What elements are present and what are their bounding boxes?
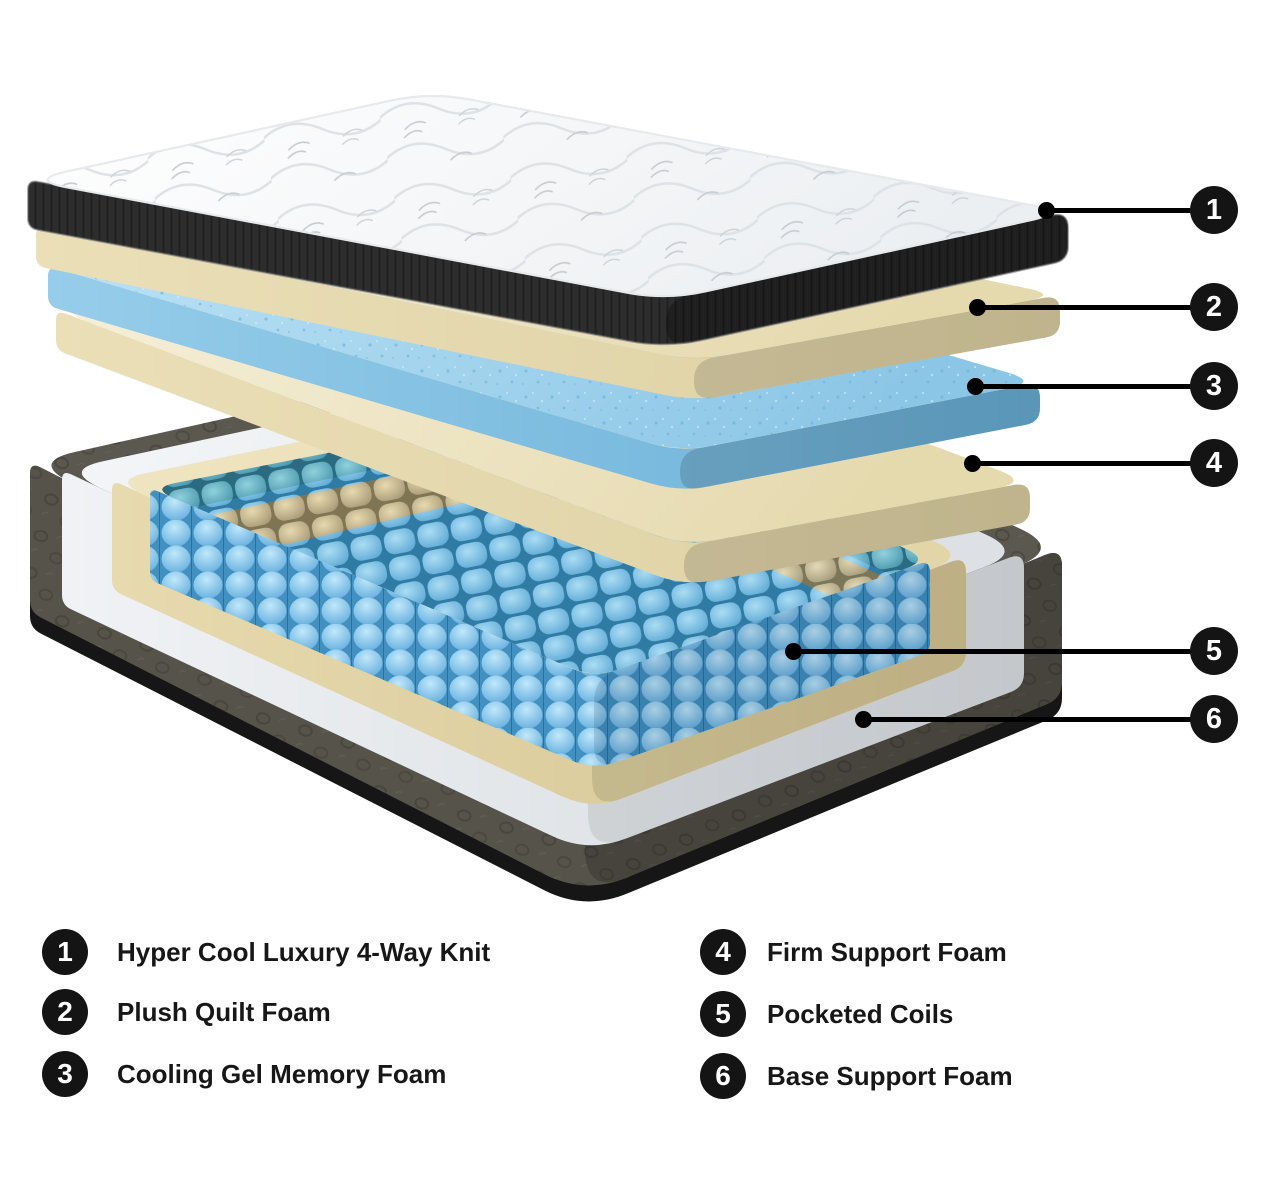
legend-badge-3: 3 <box>42 1051 88 1097</box>
legend-label-5: Pocketed Coils <box>767 998 954 1029</box>
legend-badge-5: 5 <box>700 991 746 1037</box>
leader-line-2 <box>969 299 1214 316</box>
legend-number-6: 6 <box>715 1060 731 1091</box>
legend-number-1: 1 <box>57 936 73 967</box>
leader-line-5 <box>785 643 1214 660</box>
legend-item-1: 1 Hyper Cool Luxury 4-Way Knit <box>42 929 490 975</box>
legend-label-6: Base Support Foam <box>767 1060 1013 1091</box>
leader-dot-3 <box>967 378 984 395</box>
leader-line-3 <box>967 378 1214 395</box>
legend-item-4: 4 Firm Support Foam <box>700 929 1007 975</box>
legend-badge-1: 1 <box>42 929 88 975</box>
callout-number-3: 3 <box>1205 369 1223 402</box>
legend-badge-4: 4 <box>700 929 746 975</box>
callout-badge-5: 5 <box>1190 627 1238 675</box>
callout-number-1: 1 <box>1205 193 1223 226</box>
leader-dot-6 <box>855 711 872 728</box>
leader-dot-4 <box>964 455 981 472</box>
legend-badge-6: 6 <box>700 1053 746 1099</box>
legend-item-2: 2 Plush Quilt Foam <box>42 989 331 1035</box>
mattress-layers-illustration <box>27 94 1069 902</box>
leader-dot-2 <box>969 299 986 316</box>
legend-number-2: 2 <box>57 996 73 1027</box>
callout-badge-3: 3 <box>1190 362 1238 410</box>
callout-badge-1: 1 <box>1190 186 1238 234</box>
callout-number-5: 5 <box>1205 634 1223 667</box>
legend-label-4: Firm Support Foam <box>767 936 1007 967</box>
leader-dot-5 <box>785 643 802 660</box>
callout-number-2: 2 <box>1205 290 1223 323</box>
callout-badge-6: 6 <box>1190 695 1238 743</box>
leader-dot-1 <box>1038 202 1055 219</box>
legend-item-5: 5 Pocketed Coils <box>700 991 953 1037</box>
legend-number-3: 3 <box>57 1058 73 1089</box>
legend-badge-2: 2 <box>42 989 88 1035</box>
callout-number-4: 4 <box>1205 446 1223 479</box>
legend-label-1: Hyper Cool Luxury 4-Way Knit <box>117 936 491 967</box>
legend-item-6: 6 Base Support Foam <box>700 1053 1013 1099</box>
legend-label-2: Plush Quilt Foam <box>117 996 331 1027</box>
leader-line-1 <box>1038 202 1214 219</box>
legend-number-4: 4 <box>715 936 731 967</box>
callout-number-6: 6 <box>1205 702 1223 735</box>
callout-badge-2: 2 <box>1190 283 1238 331</box>
legend-number-5: 5 <box>715 998 731 1029</box>
legend-item-3: 3 Cooling Gel Memory Foam <box>42 1051 446 1097</box>
leader-line-4 <box>964 455 1214 472</box>
legend-label-3: Cooling Gel Memory Foam <box>117 1058 447 1089</box>
callout-badge-4: 4 <box>1190 439 1238 487</box>
leader-line-6 <box>855 711 1214 728</box>
